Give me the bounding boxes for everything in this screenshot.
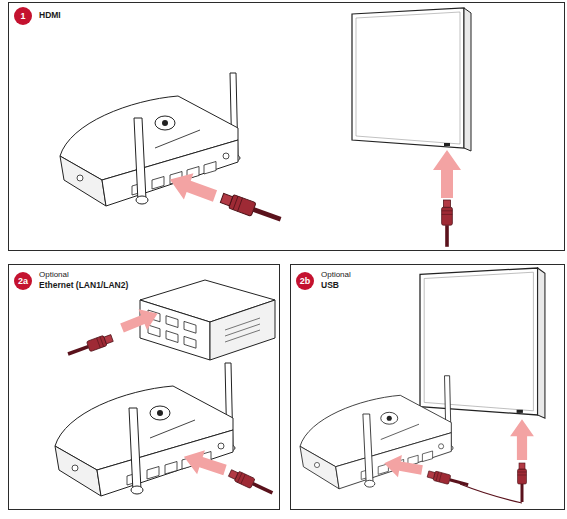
text-holder: OptionalUSB: [321, 270, 351, 291]
step-panel: OptionalUSB 2b: [290, 264, 565, 510]
text-holder: HDMI: [39, 10, 61, 21]
text-holder: OptionalEthernet (LAN1/LAN2): [39, 270, 128, 291]
step-number: 1: [20, 11, 25, 21]
port: [166, 316, 178, 328]
text-holder: 2a: [14, 272, 32, 290]
step-number: 2b: [300, 276, 311, 286]
monitor: [420, 268, 545, 418]
hdmi-plug: [220, 191, 284, 226]
pointer-arrow: [118, 303, 162, 338]
usb-cable: [460, 484, 522, 503]
panel-note: Optional: [39, 270, 128, 280]
hdmi-plug: [442, 200, 453, 247]
switch-front: [140, 300, 210, 360]
text-holder: 1: [14, 7, 32, 25]
port: [166, 331, 178, 343]
step-panel: OptionalEthernet (LAN1/LAN2) 2a: [8, 264, 280, 510]
hdmi-plug: [518, 463, 527, 502]
step-badge: 2b: [296, 272, 314, 290]
pointer-arrow: [382, 452, 424, 481]
pointer-arrow: [433, 150, 461, 198]
vent: [225, 318, 260, 330]
switch-side: [210, 300, 275, 360]
pointer-arrow: [165, 166, 220, 209]
vent: [225, 324, 260, 336]
panel-heading: Ethernet (LAN1/LAN2): [39, 280, 128, 291]
router: [60, 73, 240, 206]
panel-heading: HDMI: [39, 10, 61, 21]
port: [184, 336, 196, 348]
vent: [225, 330, 260, 342]
step-number: 2a: [18, 276, 28, 286]
usb-plug: [427, 469, 470, 489]
pointer-arrow: [180, 445, 229, 482]
port: [184, 321, 196, 333]
text-holder: 2b: [296, 272, 314, 290]
ethernet-plug: [66, 333, 114, 359]
panel-heading: USB: [321, 280, 351, 291]
step-panel: HDMI 1: [8, 2, 565, 251]
port: [148, 325, 160, 337]
step-badge: 2a: [14, 272, 32, 290]
panel-note: Optional: [321, 270, 351, 280]
pointer-arrow: [510, 419, 534, 460]
step-badge: 1: [14, 7, 32, 25]
router: [55, 363, 235, 496]
ethernet-plug: [228, 468, 275, 498]
network-switch: [140, 280, 275, 360]
monitor: [352, 8, 471, 151]
